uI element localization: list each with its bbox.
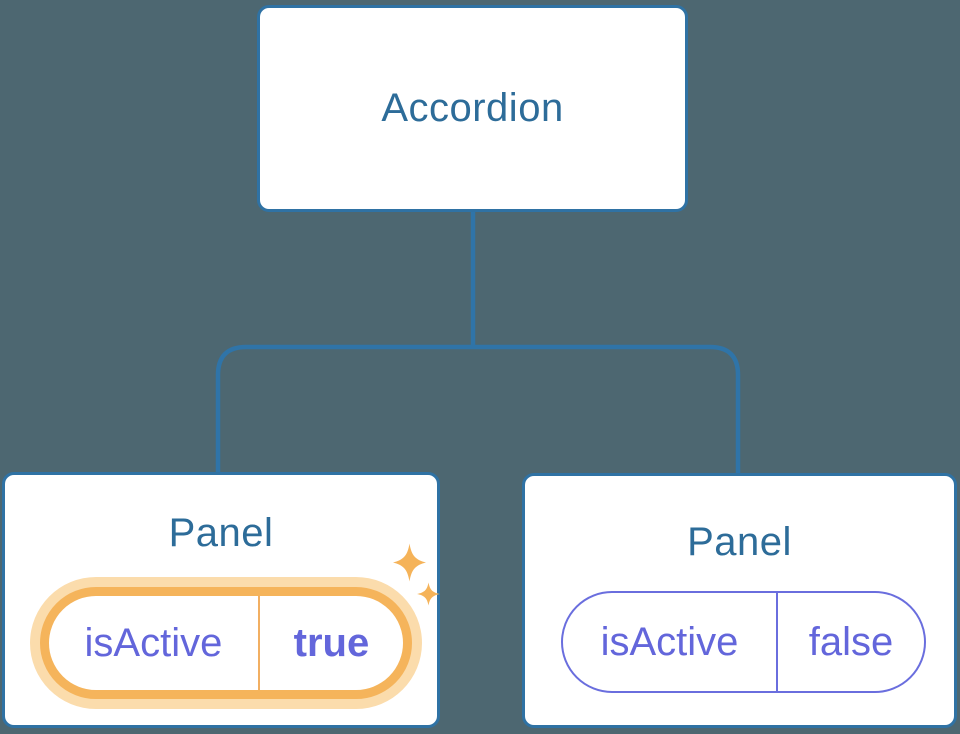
- state-value-cell: true: [293, 620, 370, 665]
- panel-label: Panel: [168, 511, 274, 555]
- state-value-cell: false: [808, 619, 894, 664]
- sparkles-icon: [393, 543, 440, 606]
- state-key-cell: isActive: [49, 596, 260, 690]
- accordion-node: Accordion: [257, 5, 688, 212]
- panel-node-active: Panel isActive true: [2, 472, 440, 728]
- accordion-label: Accordion: [381, 86, 564, 130]
- state-pill-active: isActive true: [40, 587, 412, 699]
- state-key-cell: isActive: [563, 593, 778, 691]
- panel-node-inactive: Panel isActive false: [522, 473, 957, 728]
- state-pill-inactive: isActive false: [561, 591, 926, 693]
- panel-label: Panel: [687, 520, 792, 564]
